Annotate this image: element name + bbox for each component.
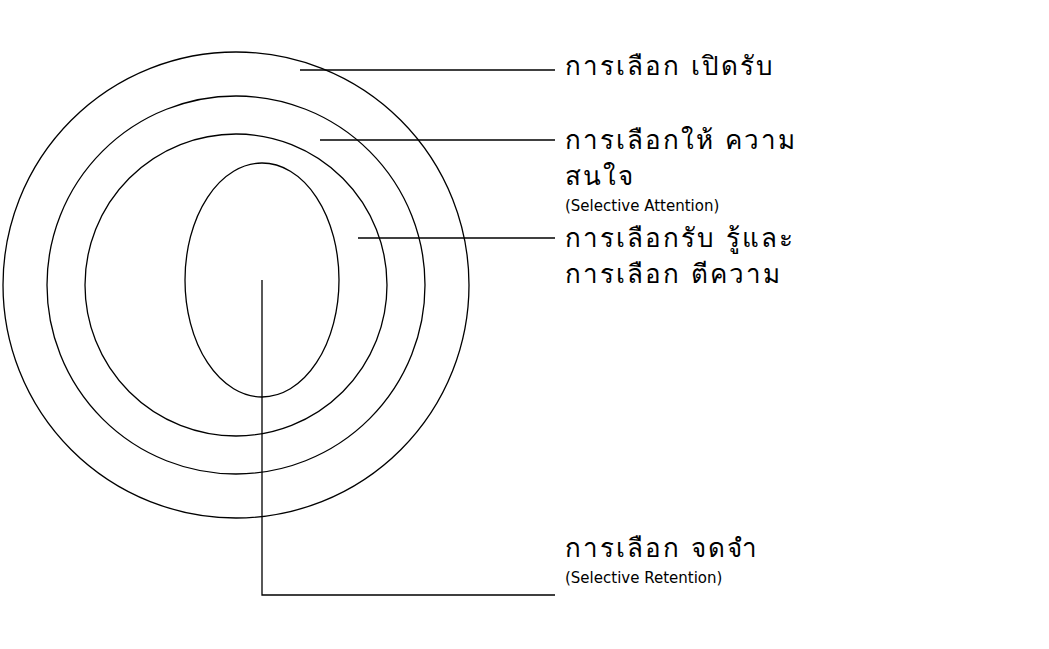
- ring-region: การเลือก จดจำ(Selective Retention): [184, 162, 340, 398]
- stage-subtitle: (Selective Attention): [565, 196, 825, 216]
- leader-line: [320, 139, 555, 140]
- ring-region: การเลือก จดจำ(Selective Retention)การเลื…: [46, 95, 426, 475]
- stage-label: การเลือกให้ ความสนใจ: [565, 122, 825, 194]
- ring-label: การเลือก จดจำ(Selective Retention): [565, 530, 825, 588]
- ring-label: การเลือก เปิดรับ: [565, 48, 825, 84]
- stage-subtitle: (Selective Retention): [565, 568, 825, 588]
- leader-line: [300, 69, 555, 70]
- ring-outline: [2, 51, 470, 519]
- ring-line: [185, 163, 339, 397]
- ring-line: [3, 52, 469, 518]
- ring-outline: [184, 162, 340, 398]
- ring-label: การเลือกรับ รู้และการเลือก ตีความ: [565, 220, 825, 292]
- leader-line: [262, 280, 555, 595]
- leader-line: [358, 237, 555, 238]
- stage-label: การเลือกรับ รู้และการเลือก ตีความ: [565, 220, 825, 292]
- ring-region: การเลือก จดจำ(Selective Retention)การเลื…: [2, 51, 470, 519]
- ring-line: [85, 134, 387, 436]
- ring-line: [47, 96, 425, 474]
- ring-outline: [46, 95, 426, 475]
- stage-label: การเลือก จดจำ: [565, 530, 825, 566]
- ring-outline: [84, 133, 388, 437]
- ring-region: การเลือก จดจำ(Selective Retention)การเลื…: [84, 133, 388, 437]
- stage-label: การเลือก เปิดรับ: [565, 48, 825, 84]
- ring-label: การเลือกให้ ความสนใจ(Selective Attention…: [565, 122, 825, 216]
